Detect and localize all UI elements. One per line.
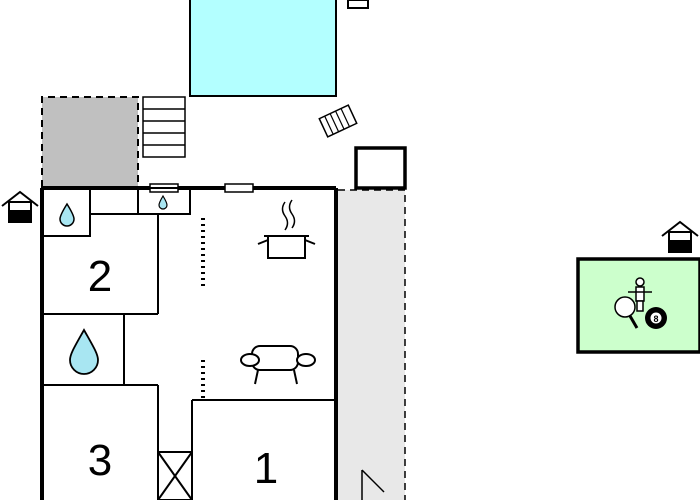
entrance-icon <box>661 220 699 253</box>
door-swing <box>361 469 385 493</box>
outdoor-fixture <box>347 0 369 9</box>
room-label: 2 <box>88 252 112 301</box>
pool-icon <box>189 0 337 97</box>
room-label: 3 <box>88 436 112 485</box>
stairs-icon <box>142 96 186 158</box>
window <box>224 183 254 193</box>
table-football-icon <box>628 277 652 312</box>
walkway-dashed-border <box>338 189 406 500</box>
room-label: 1 <box>254 444 278 493</box>
kitchen-icon <box>257 199 316 259</box>
water-drop-icon <box>59 202 75 227</box>
water-drop-icon <box>69 328 99 375</box>
table-tennis-icon <box>614 296 639 329</box>
terrace-dashed-border <box>41 96 139 187</box>
stairs-icon <box>318 104 358 138</box>
entrance-icon <box>1 190 39 223</box>
outdoor-box <box>354 146 407 190</box>
water-drop-icon <box>158 194 168 210</box>
walkway <box>338 190 405 500</box>
internal-walls <box>41 187 336 500</box>
billiard-ball-icon: 8 <box>645 307 667 329</box>
sofa-icon <box>240 345 316 385</box>
billiard-ball-number: 8 <box>653 314 658 324</box>
terrace <box>42 97 138 187</box>
